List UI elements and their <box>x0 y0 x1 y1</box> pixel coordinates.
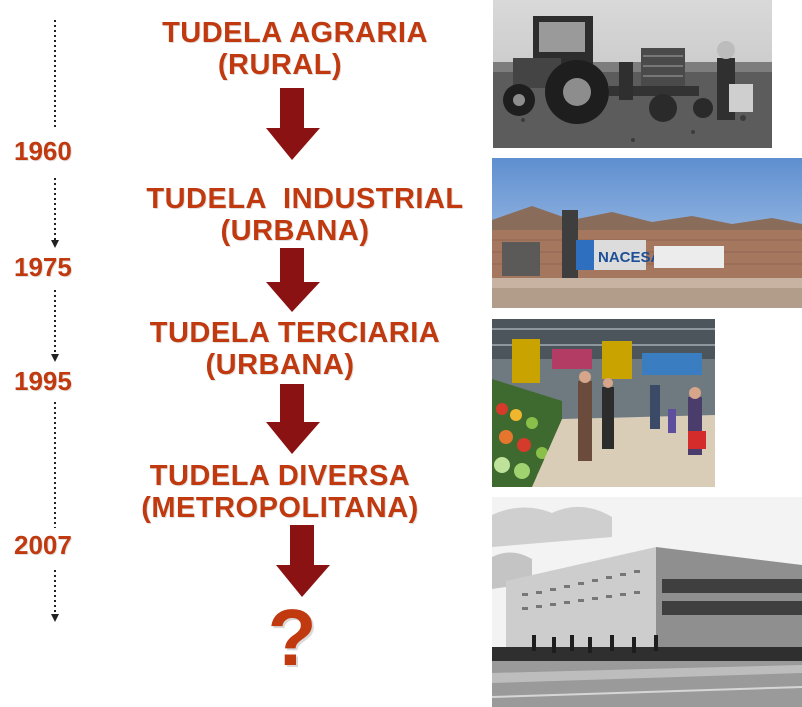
stage-title-diversa: TUDELA DIVERSA (METROPOLITANA) <box>115 460 445 524</box>
factory-sign-text: NACESA <box>598 249 662 266</box>
stage-title-line2: (URBANA) <box>205 349 355 381</box>
stage-title-line1: TUDELA INDUSTRIAL <box>146 183 464 215</box>
timeline-axis <box>51 20 59 622</box>
photo-metropolitan-building <box>492 497 802 707</box>
down-arrow-2 <box>266 248 320 312</box>
year-label-1975: 1975 <box>14 252 72 282</box>
photo-industrial-factory: NACESA <box>492 158 802 308</box>
future-question-mark: ? <box>267 593 317 682</box>
stage-title-line2: (METROPOLITANA) <box>141 492 419 524</box>
timeline-arrowhead-2 <box>51 354 59 362</box>
year-label-2007: 2007 <box>14 530 72 560</box>
timeline-arrowhead-3 <box>51 614 59 622</box>
year-label-1995: 1995 <box>14 366 72 396</box>
stage-title-line1: TUDELA DIVERSA <box>149 460 411 492</box>
year-label-1960: 1960 <box>14 136 72 166</box>
photo-agriculture-tractor <box>493 0 772 148</box>
down-arrow-4 <box>276 525 330 597</box>
stage-title-line2: (RURAL) <box>217 49 343 81</box>
stage-title-agraria: TUDELA AGRARIA (RURAL) <box>120 17 470 81</box>
stage-title-industrial: TUDELA INDUSTRIAL (URBANA) <box>120 183 490 247</box>
down-arrow-1 <box>266 88 320 160</box>
stage-title-terciaria: TUDELA TERCIARIA (URBANA) <box>120 317 470 381</box>
down-arrow-3 <box>266 384 320 454</box>
timeline-arrowhead-1 <box>51 240 59 248</box>
photo-tertiary-supermarket <box>492 319 715 487</box>
stage-title-line2: (URBANA) <box>220 215 370 247</box>
stage-title-line1: TUDELA TERCIARIA <box>149 317 441 349</box>
stage-title-line1: TUDELA AGRARIA <box>162 17 428 49</box>
